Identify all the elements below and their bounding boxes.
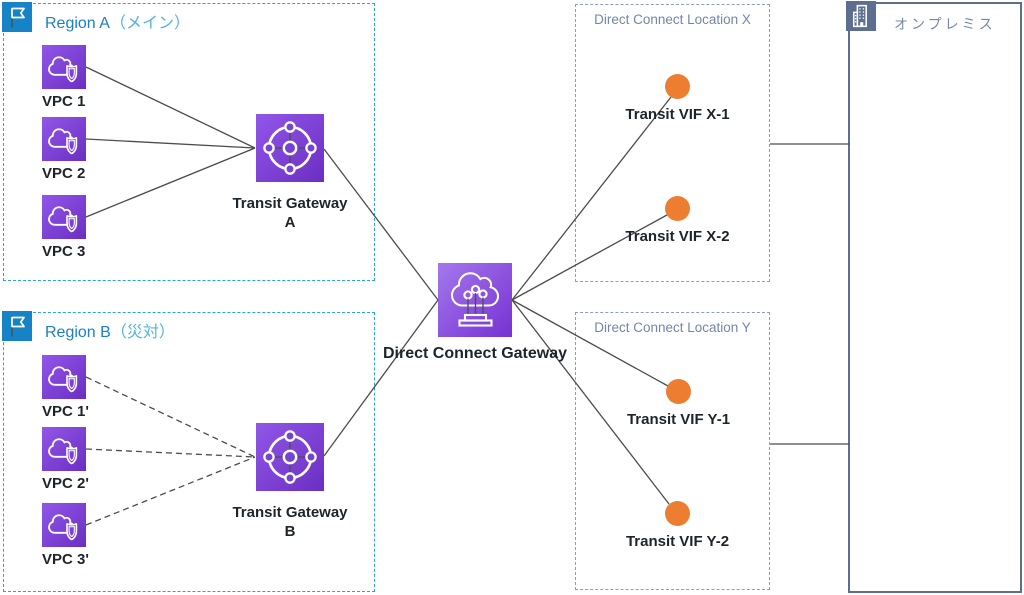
region-a-box: Region A（メイン） — [3, 3, 375, 281]
vpc-2b-node: VPC 2' — [42, 427, 89, 492]
vif-orange-dot — [666, 379, 691, 404]
vif-orange-dot — [665, 196, 690, 221]
vpc-cloud-shield-icon — [42, 117, 86, 161]
vif-orange-dot — [665, 74, 690, 99]
transit-vif-x1-label: Transit VIF X-1 — [625, 106, 730, 123]
vpc-cloud-shield-icon — [42, 427, 86, 471]
vpc-cloud-shield-icon — [42, 355, 86, 399]
vpc-1b-label: VPC 1' — [42, 403, 89, 420]
transit-vif-y1-label: Transit VIF Y-1 — [626, 411, 731, 428]
region-b-title: Region B（災対） — [45, 324, 175, 341]
transit-gateway-icon — [256, 423, 324, 491]
transit-gateway-b-label: Transit Gateway B — [232, 504, 348, 540]
vpc-2-label: VPC 2 — [42, 165, 86, 182]
transit-gateway-a-label: Transit Gateway A — [232, 195, 348, 231]
vpc-cloud-shield-icon — [42, 195, 86, 239]
region-a-flag-icon — [2, 2, 32, 37]
building-icon — [846, 1, 876, 36]
location-y-title: Direct Connect Location Y — [594, 320, 751, 335]
vpc-1-node: VPC 1 — [42, 45, 86, 110]
vpc-1b-node: VPC 1' — [42, 355, 89, 420]
transit-vif-x2-node: Transit VIF X-2 — [625, 196, 730, 245]
vpc-cloud-shield-icon — [42, 503, 86, 547]
transit-vif-x1-node: Transit VIF X-1 — [625, 74, 730, 123]
vpc-3-label: VPC 3 — [42, 243, 86, 260]
transit-gateway-a-node: Transit Gateway A — [232, 114, 348, 231]
vpc-2-node: VPC 2 — [42, 117, 86, 182]
transit-gateway-b-node: Transit Gateway B — [232, 423, 348, 540]
direct-connect-gateway-icon — [438, 263, 512, 337]
vpc-1-label: VPC 1 — [42, 93, 86, 110]
transit-vif-y2-node: Transit VIF Y-2 — [626, 501, 729, 550]
region-b-flag-icon — [2, 311, 32, 346]
vpc-2b-label: VPC 2' — [42, 475, 89, 492]
vif-orange-dot — [665, 501, 690, 526]
transit-gateway-icon — [256, 114, 324, 182]
transit-vif-y1-node: Transit VIF Y-1 — [627, 379, 730, 428]
onprem-box: オンプレミス — [848, 2, 1022, 593]
transit-vif-x2-label: Transit VIF X-2 — [625, 228, 730, 245]
vpc-cloud-shield-icon — [42, 45, 86, 89]
vpc-3-node: VPC 3 — [42, 195, 86, 260]
location-x-title: Direct Connect Location X — [594, 12, 751, 27]
direct-connect-gateway-node: Direct Connect Gateway — [383, 263, 567, 362]
direct-connect-gateway-label: Direct Connect Gateway — [382, 345, 568, 362]
transit-vif-y2-label: Transit VIF Y-2 — [625, 533, 730, 550]
vpc-3b-label: VPC 3' — [42, 551, 89, 568]
onprem-title: オンプレミス — [894, 16, 996, 32]
region-a-title: Region A（メイン） — [45, 15, 190, 32]
vpc-3b-node: VPC 3' — [42, 503, 89, 568]
